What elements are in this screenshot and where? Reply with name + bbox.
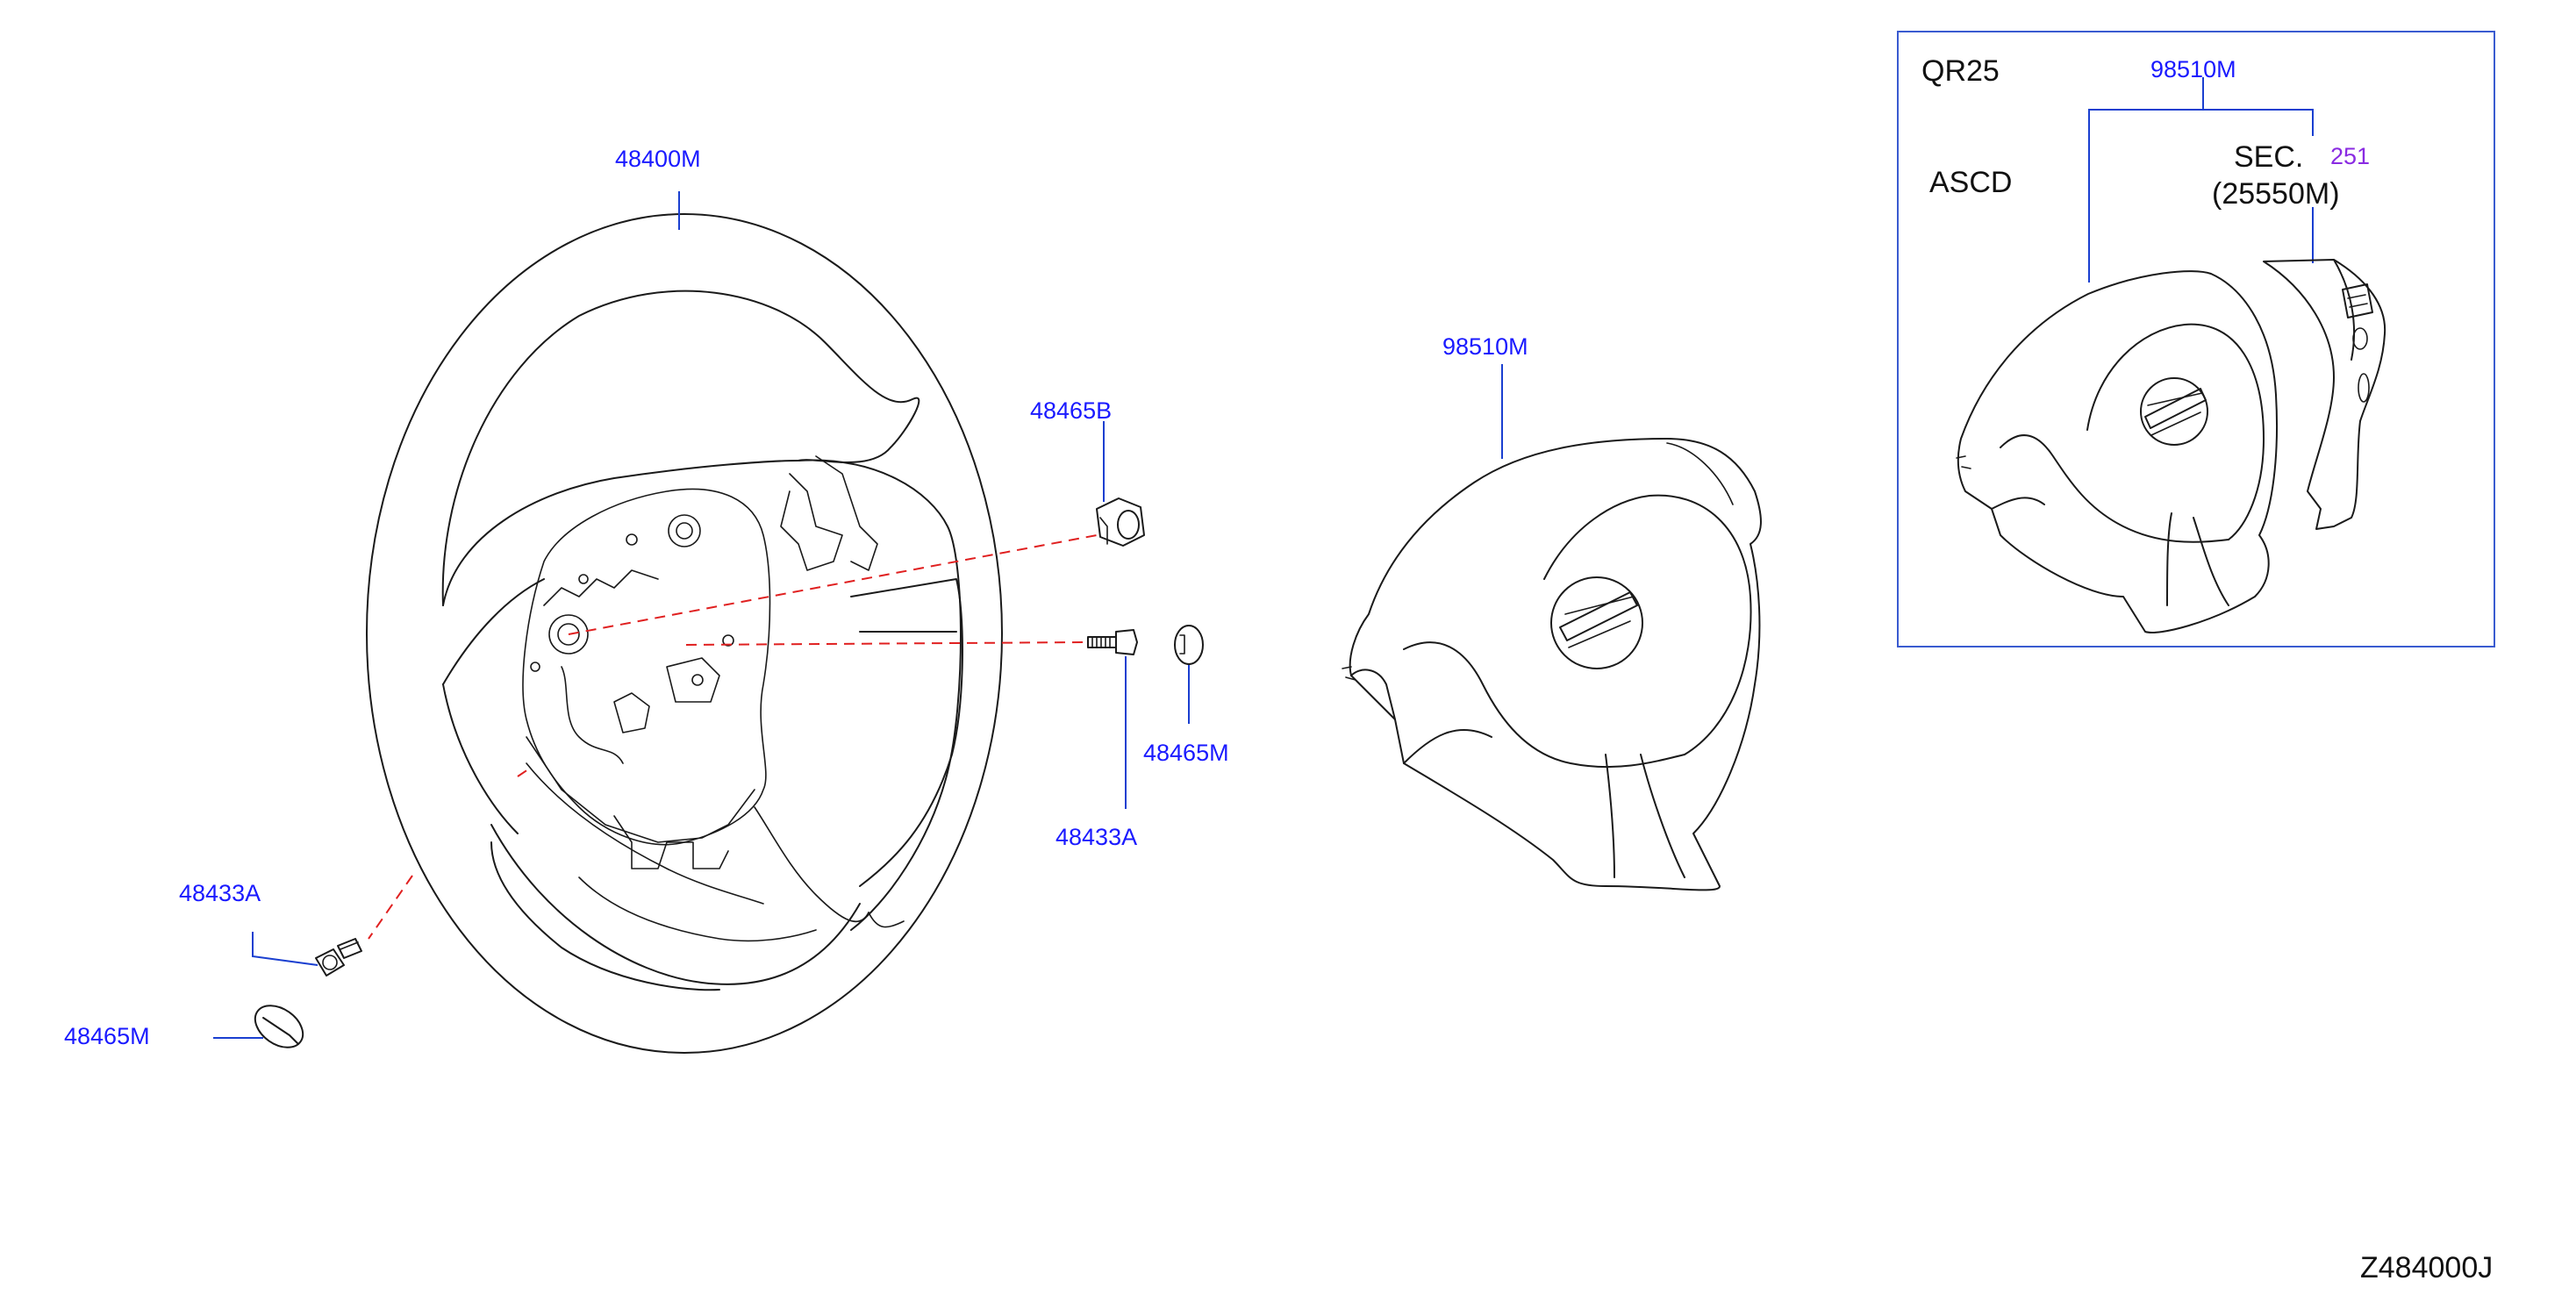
callout-48465b-nut[interactable]: 48465B (1030, 397, 1113, 424)
inset-option-label: ASCD (1929, 166, 2013, 199)
assembly-dashed-lines (368, 534, 1098, 940)
nut-48465b-drawing (1096, 497, 1145, 547)
callout-48465m-cap-left[interactable]: 48465M (64, 1023, 150, 1049)
diagram-id: Z484000J (2360, 1251, 2494, 1284)
inset-callout-98510m[interactable]: 98510M (2150, 56, 2236, 82)
inset-airbag-module-drawing (1956, 270, 2279, 633)
bolt-48433a-right-drawing (1087, 629, 1138, 655)
callout-48433a-bolt-right[interactable]: 48433A (1055, 824, 1138, 850)
airbag-module-drawing (1342, 438, 1762, 891)
leader-lines (213, 191, 1503, 1039)
inset-section-part: (25550M) (2212, 177, 2340, 211)
inset-ascd-switch-drawing (2263, 259, 2386, 530)
inset-section-prefix: SEC. (2234, 140, 2304, 174)
callout-48400m-steering-wheel[interactable]: 48400M (615, 146, 701, 172)
steering-wheel-drawing (366, 213, 1003, 1054)
callout-48433a-bolt-left[interactable]: 48433A (179, 880, 261, 906)
bolt-48433a-left-drawing (315, 938, 362, 976)
inset-engine-label: QR25 (1921, 54, 2000, 88)
cap-48465m-right-drawing (1174, 625, 1204, 665)
callout-98510m-airbag-module[interactable]: 98510M (1442, 333, 1528, 360)
inset-box (1897, 31, 2495, 647)
inset-section-link-251[interactable]: 251 (2330, 143, 2371, 169)
cap-48465m-left-drawing (254, 1005, 304, 1048)
callout-48465m-cap-right[interactable]: 48465M (1143, 740, 1229, 766)
